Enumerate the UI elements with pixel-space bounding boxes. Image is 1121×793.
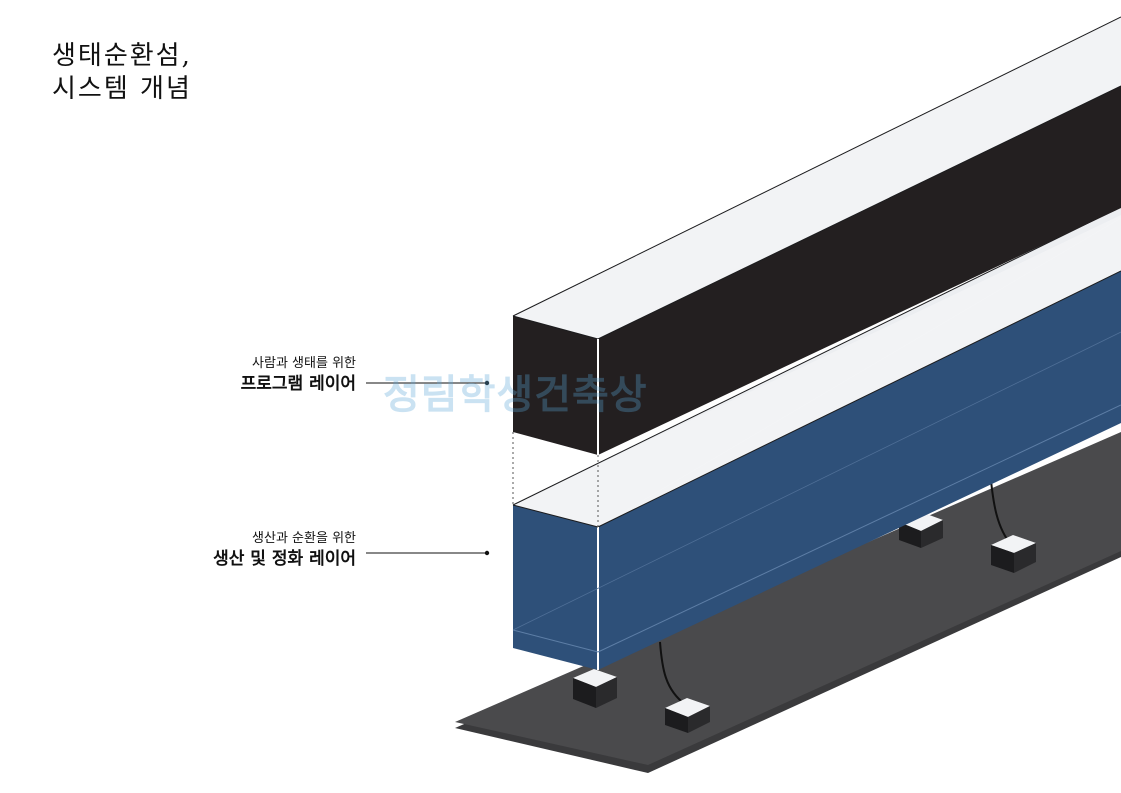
title-line-1: 생태순환섬, bbox=[52, 41, 192, 71]
program-layer-label: 사람과 생태를 위한 프로그램 레이어 bbox=[241, 355, 356, 395]
production-layer-title: 생산 및 정화 레이어 bbox=[213, 549, 356, 569]
title-line-2: 시스템 개념 bbox=[52, 74, 192, 104]
block-foot bbox=[665, 698, 710, 733]
program-leader-dot bbox=[484, 380, 490, 386]
block-foot bbox=[899, 512, 943, 548]
watermark: 정림학생건축상 bbox=[383, 372, 648, 418]
program-layer-subtitle: 사람과 생태를 위한 bbox=[252, 356, 356, 371]
cable bbox=[659, 641, 687, 706]
base-plate bbox=[455, 432, 1121, 773]
production-leader-dot bbox=[484, 550, 490, 556]
production-layer-box bbox=[512, 206, 1121, 670]
block-foot bbox=[991, 535, 1036, 573]
page-title: 생태순환섬, 시스템 개념 bbox=[52, 40, 192, 106]
block-foot bbox=[573, 669, 617, 708]
production-layer-subtitle: 생산과 순환을 위한 bbox=[252, 531, 356, 546]
program-layer-title: 프로그램 레이어 bbox=[240, 374, 356, 394]
program-layer-box bbox=[512, 16, 1121, 455]
production-layer-label: 생산과 순환을 위한 생산 및 정화 레이어 bbox=[213, 530, 356, 570]
